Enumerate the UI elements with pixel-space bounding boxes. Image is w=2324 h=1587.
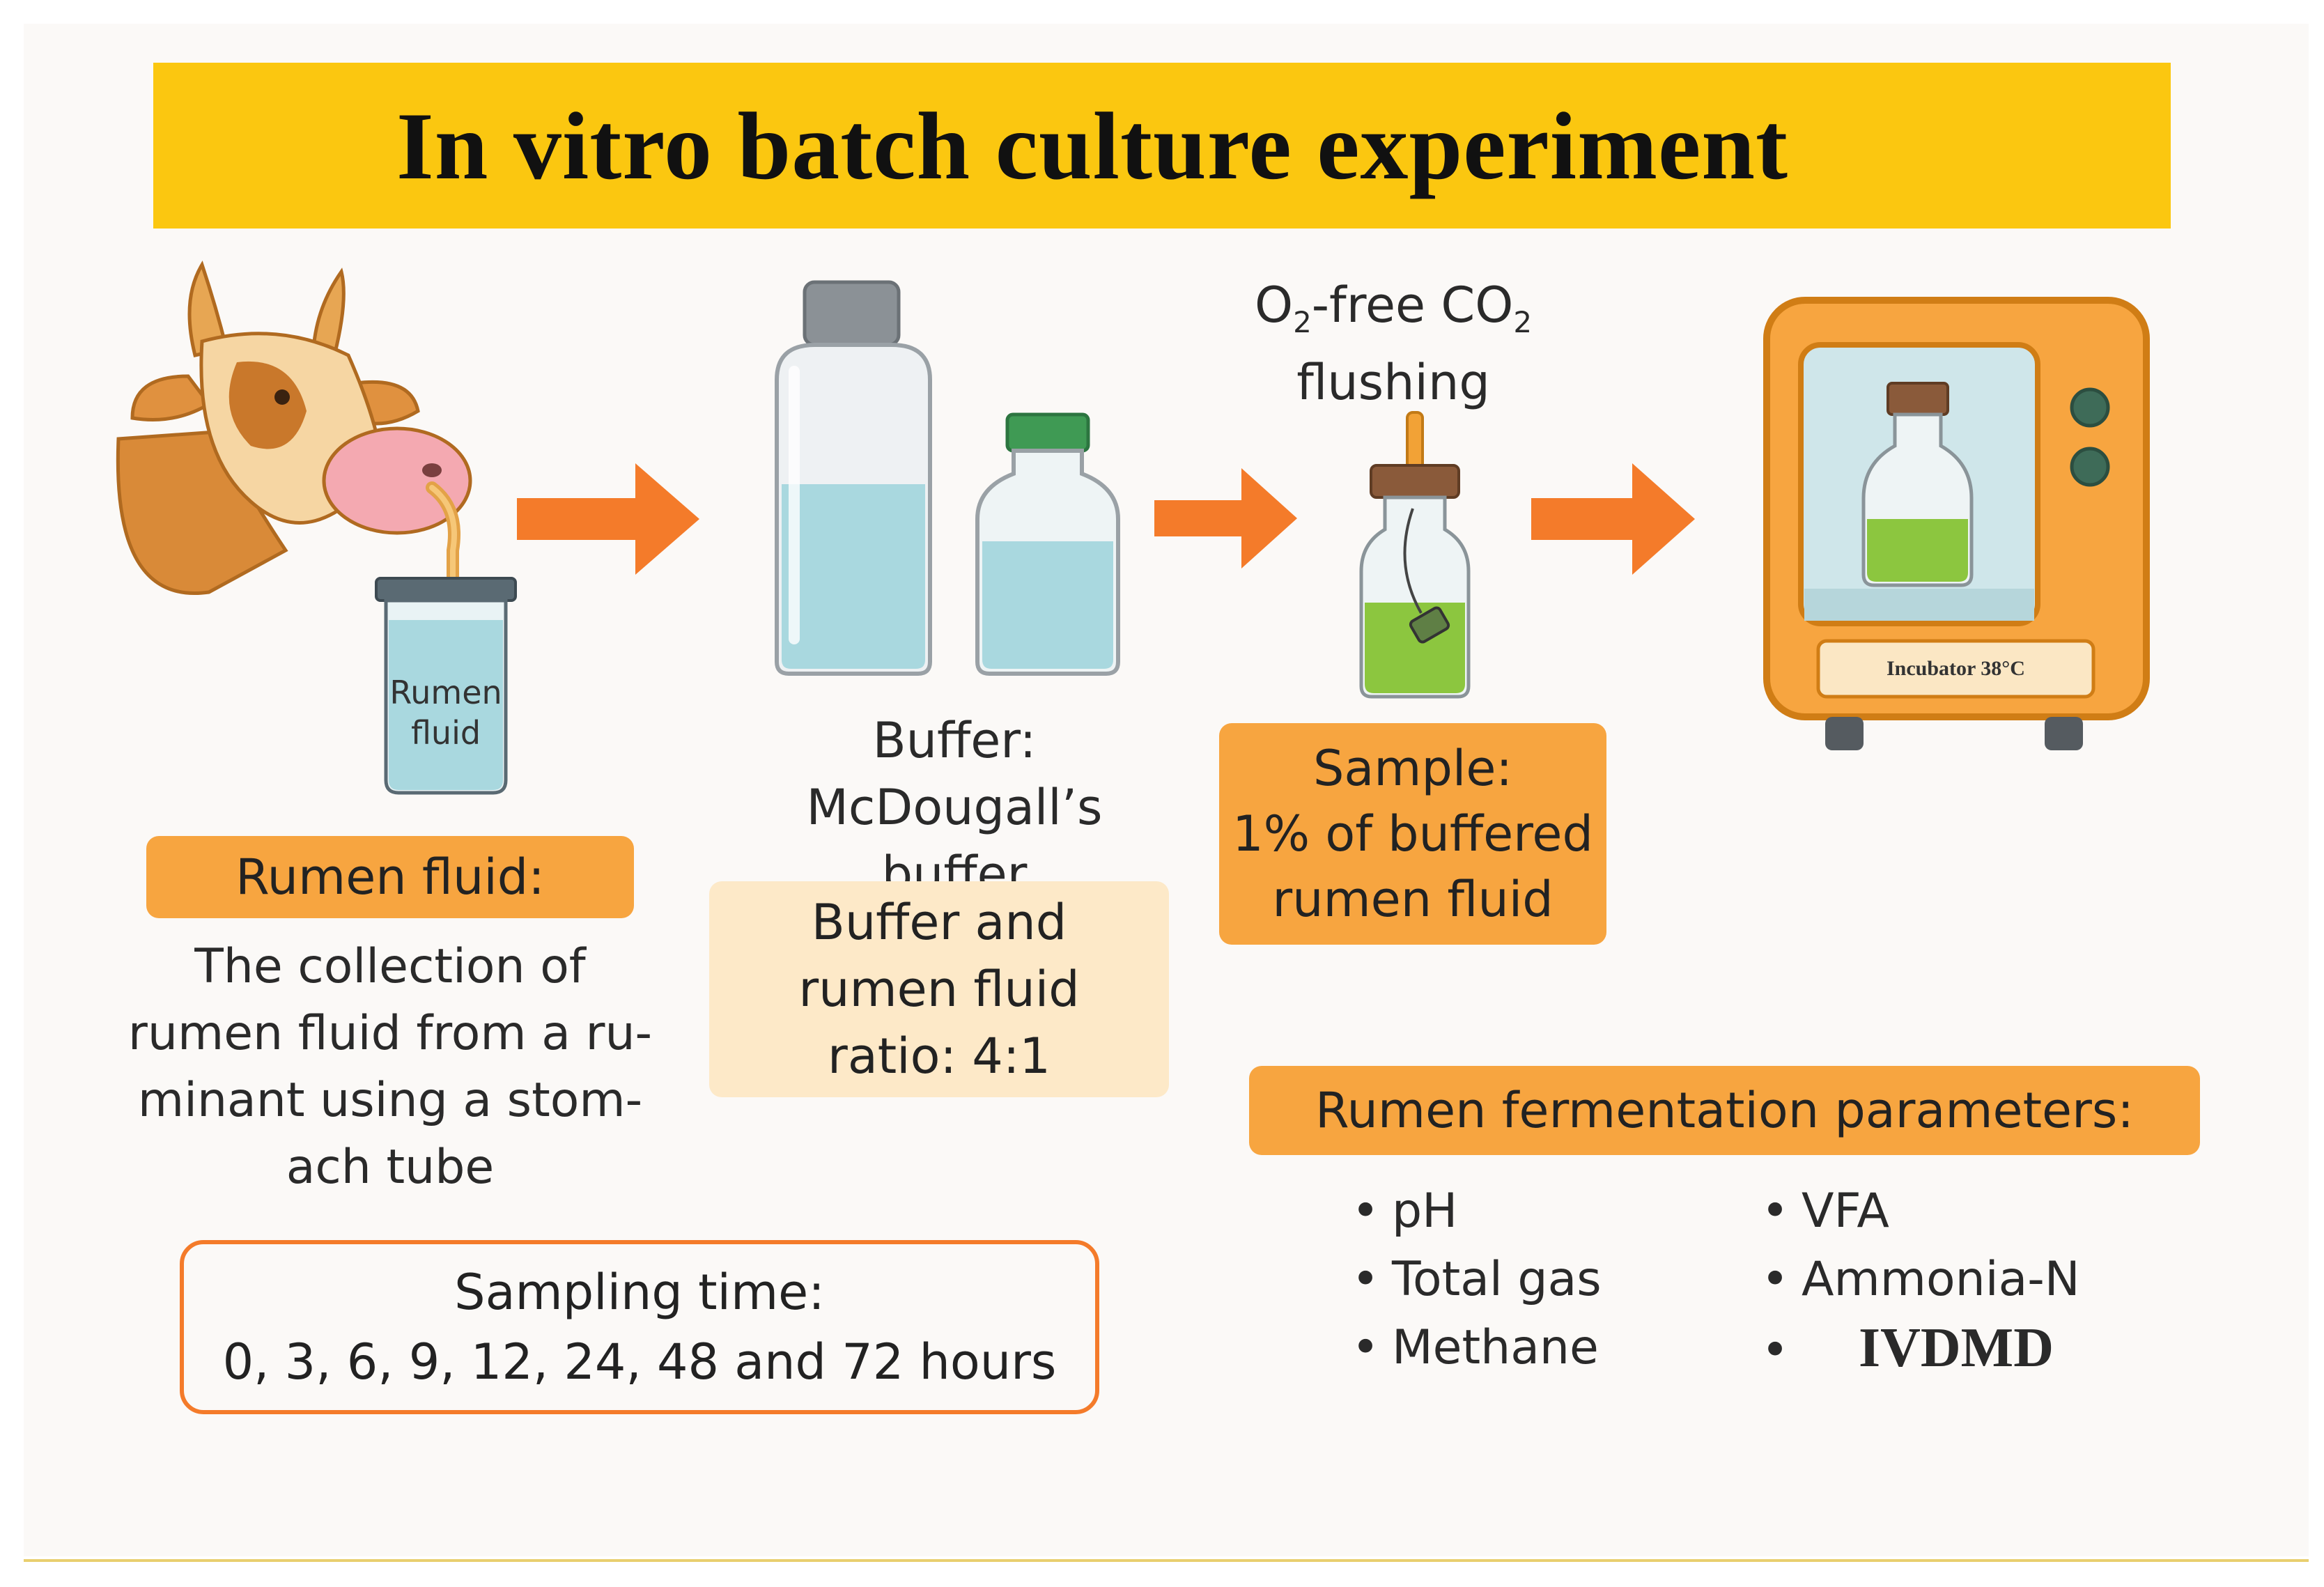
list-item: •Total gas	[1351, 1252, 1602, 1307]
title-banner: In vitro batch culture experiment	[153, 63, 2171, 229]
parameters-heading: Rumen fermentation parameters:	[1249, 1066, 2200, 1155]
jar-label-line1: Rumen	[389, 674, 502, 711]
list-item: •VFA	[1761, 1184, 1889, 1239]
sample-box: Sample: 1% of buffered rumen fluid	[1219, 723, 1606, 945]
incubator-icon	[1763, 297, 2150, 750]
rumen-fluid-description: The collection of rumen fluid from a ru-…	[127, 939, 653, 1195]
jar-label-line2: fluid	[410, 714, 481, 752]
flow-arrow-icon	[517, 463, 699, 575]
parameters-list-right: •VFA •Ammonia-N •IVDMD	[1761, 1177, 2080, 1382]
buffer-heading: Buffer:	[872, 712, 1037, 769]
buffer-bottle-icon	[775, 280, 1120, 676]
list-item: •pH	[1351, 1184, 1458, 1239]
gas-flush-bottle-icon	[1359, 411, 1471, 699]
page-title: In vitro batch culture experiment	[396, 92, 1789, 199]
bottom-rule	[24, 1559, 2309, 1562]
incubator-label: Incubator 38°C	[1887, 657, 2025, 680]
buffer-label: Buffer: McDougall’s buffer	[731, 707, 1177, 908]
rumen-fluid-jar-icon: Rumen fluid	[362, 571, 529, 801]
flow-arrow-icon	[1531, 463, 1695, 575]
gas-flushing-label: O2-free CO2 flushing	[1254, 277, 1533, 411]
rumen-fluid-heading: Rumen fluid:	[146, 836, 634, 918]
sampling-time-box: Sampling time: 0, 3, 6, 9, 12, 24, 48 an…	[180, 1240, 1099, 1414]
flow-arrow-icon	[1154, 468, 1297, 568]
list-item: •Methane	[1351, 1320, 1599, 1375]
cow-head-icon	[116, 261, 472, 595]
parameters-list-left: •pH •Total gas •Methane	[1351, 1177, 1602, 1382]
list-item: •IVDMD	[1761, 1317, 2054, 1379]
ratio-box: Buffer and rumen fluid ratio: 4:1	[709, 881, 1169, 1097]
list-item: •Ammonia-N	[1761, 1252, 2080, 1307]
